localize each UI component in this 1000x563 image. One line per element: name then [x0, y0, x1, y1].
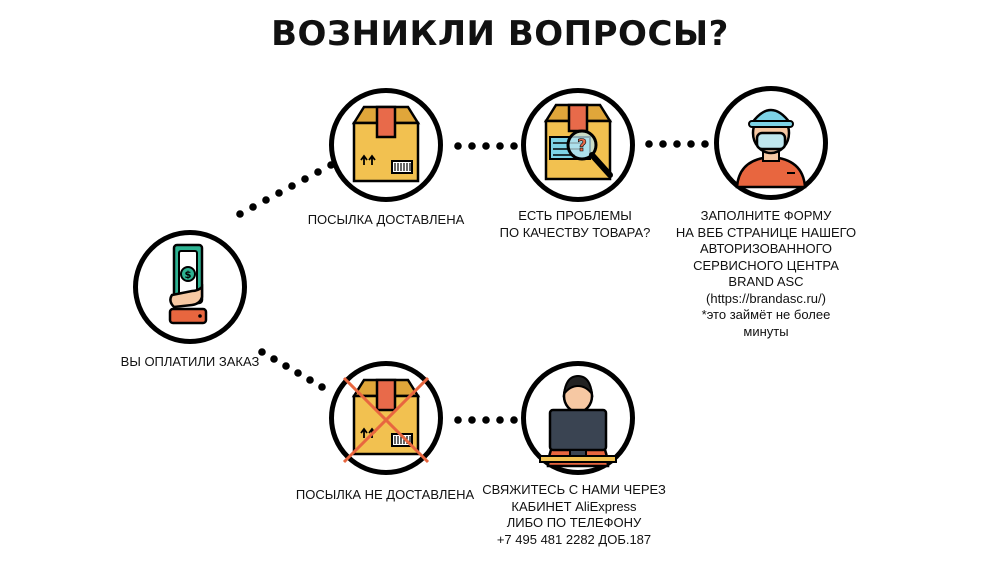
service-line-7: *это займёт не более — [701, 307, 831, 322]
node-delivered — [329, 88, 443, 202]
contact-line-1: СВЯЖИТЕСЬ С НАМИ ЧЕРЕЗ — [482, 482, 666, 497]
label-service: ЗАПОЛНИТЕ ФОРМУ НА ВЕБ СТРАНИЦЕ НАШЕГО А… — [666, 208, 866, 340]
svg-text:?: ? — [577, 136, 587, 156]
label-not-delivered: ПОСЫЛКА НЕ ДОСТАВЛЕНА — [295, 487, 475, 502]
label-delivered: ПОСЫЛКА ДОСТАВЛЕНА — [307, 212, 465, 227]
node-service — [714, 86, 828, 200]
service-line-4: СЕРВИСНОГО ЦЕНТРА — [693, 257, 839, 273]
person-at-computer-icon — [539, 374, 617, 468]
page-title: ВОЗНИКЛИ ВОПРОСЫ? — [271, 14, 729, 54]
label-contact: СВЯЖИТЕСЬ С НАМИ ЧЕРЕЗ КАБИНЕТ AliExpres… — [478, 482, 670, 548]
service-technician-icon — [735, 108, 807, 189]
label-problems: ЕСТЬ ПРОБЛЕМЫ ПО КАЧЕСТВУ ТОВАРА? — [480, 208, 670, 241]
cash-in-hand-icon: $ — [168, 243, 208, 325]
node-contact — [521, 361, 635, 475]
service-line-8: минуты — [743, 323, 789, 339]
service-link[interactable]: (https://brandasc.ru/) — [706, 290, 826, 306]
crossed-package-icon — [342, 376, 430, 464]
service-line-2: НА ВЕБ СТРАНИЦЕ НАШЕГО — [675, 224, 857, 240]
node-not-delivered — [329, 361, 443, 475]
package-box-icon — [351, 105, 421, 183]
service-line-1: ЗАПОЛНИТЕ ФОРМУ — [700, 208, 832, 223]
label-paid: ВЫ ОПЛАТИЛИ ЗАКАЗ — [120, 354, 260, 369]
package-magnifier-question-icon: ? — [543, 103, 613, 181]
node-problems: ? — [521, 88, 635, 202]
problems-line-2: ПО КАЧЕСТВУ ТОВАРА? — [499, 224, 651, 240]
contact-line-2: КАБИНЕТ AliExpress — [511, 498, 637, 514]
service-line-3: АВТОРИЗОВАННОГО — [700, 241, 832, 256]
problems-line-1: ЕСТЬ ПРОБЛЕМЫ — [518, 208, 632, 223]
service-line-5: BRAND ASC — [728, 274, 804, 289]
node-paid: $ — [133, 230, 247, 344]
contact-line-3: ЛИБО ПО ТЕЛЕФОНУ — [506, 515, 642, 530]
contact-phone[interactable]: +7 495 481 2282 ДОБ.187 — [496, 531, 652, 547]
svg-text:$: $ — [185, 270, 192, 281]
